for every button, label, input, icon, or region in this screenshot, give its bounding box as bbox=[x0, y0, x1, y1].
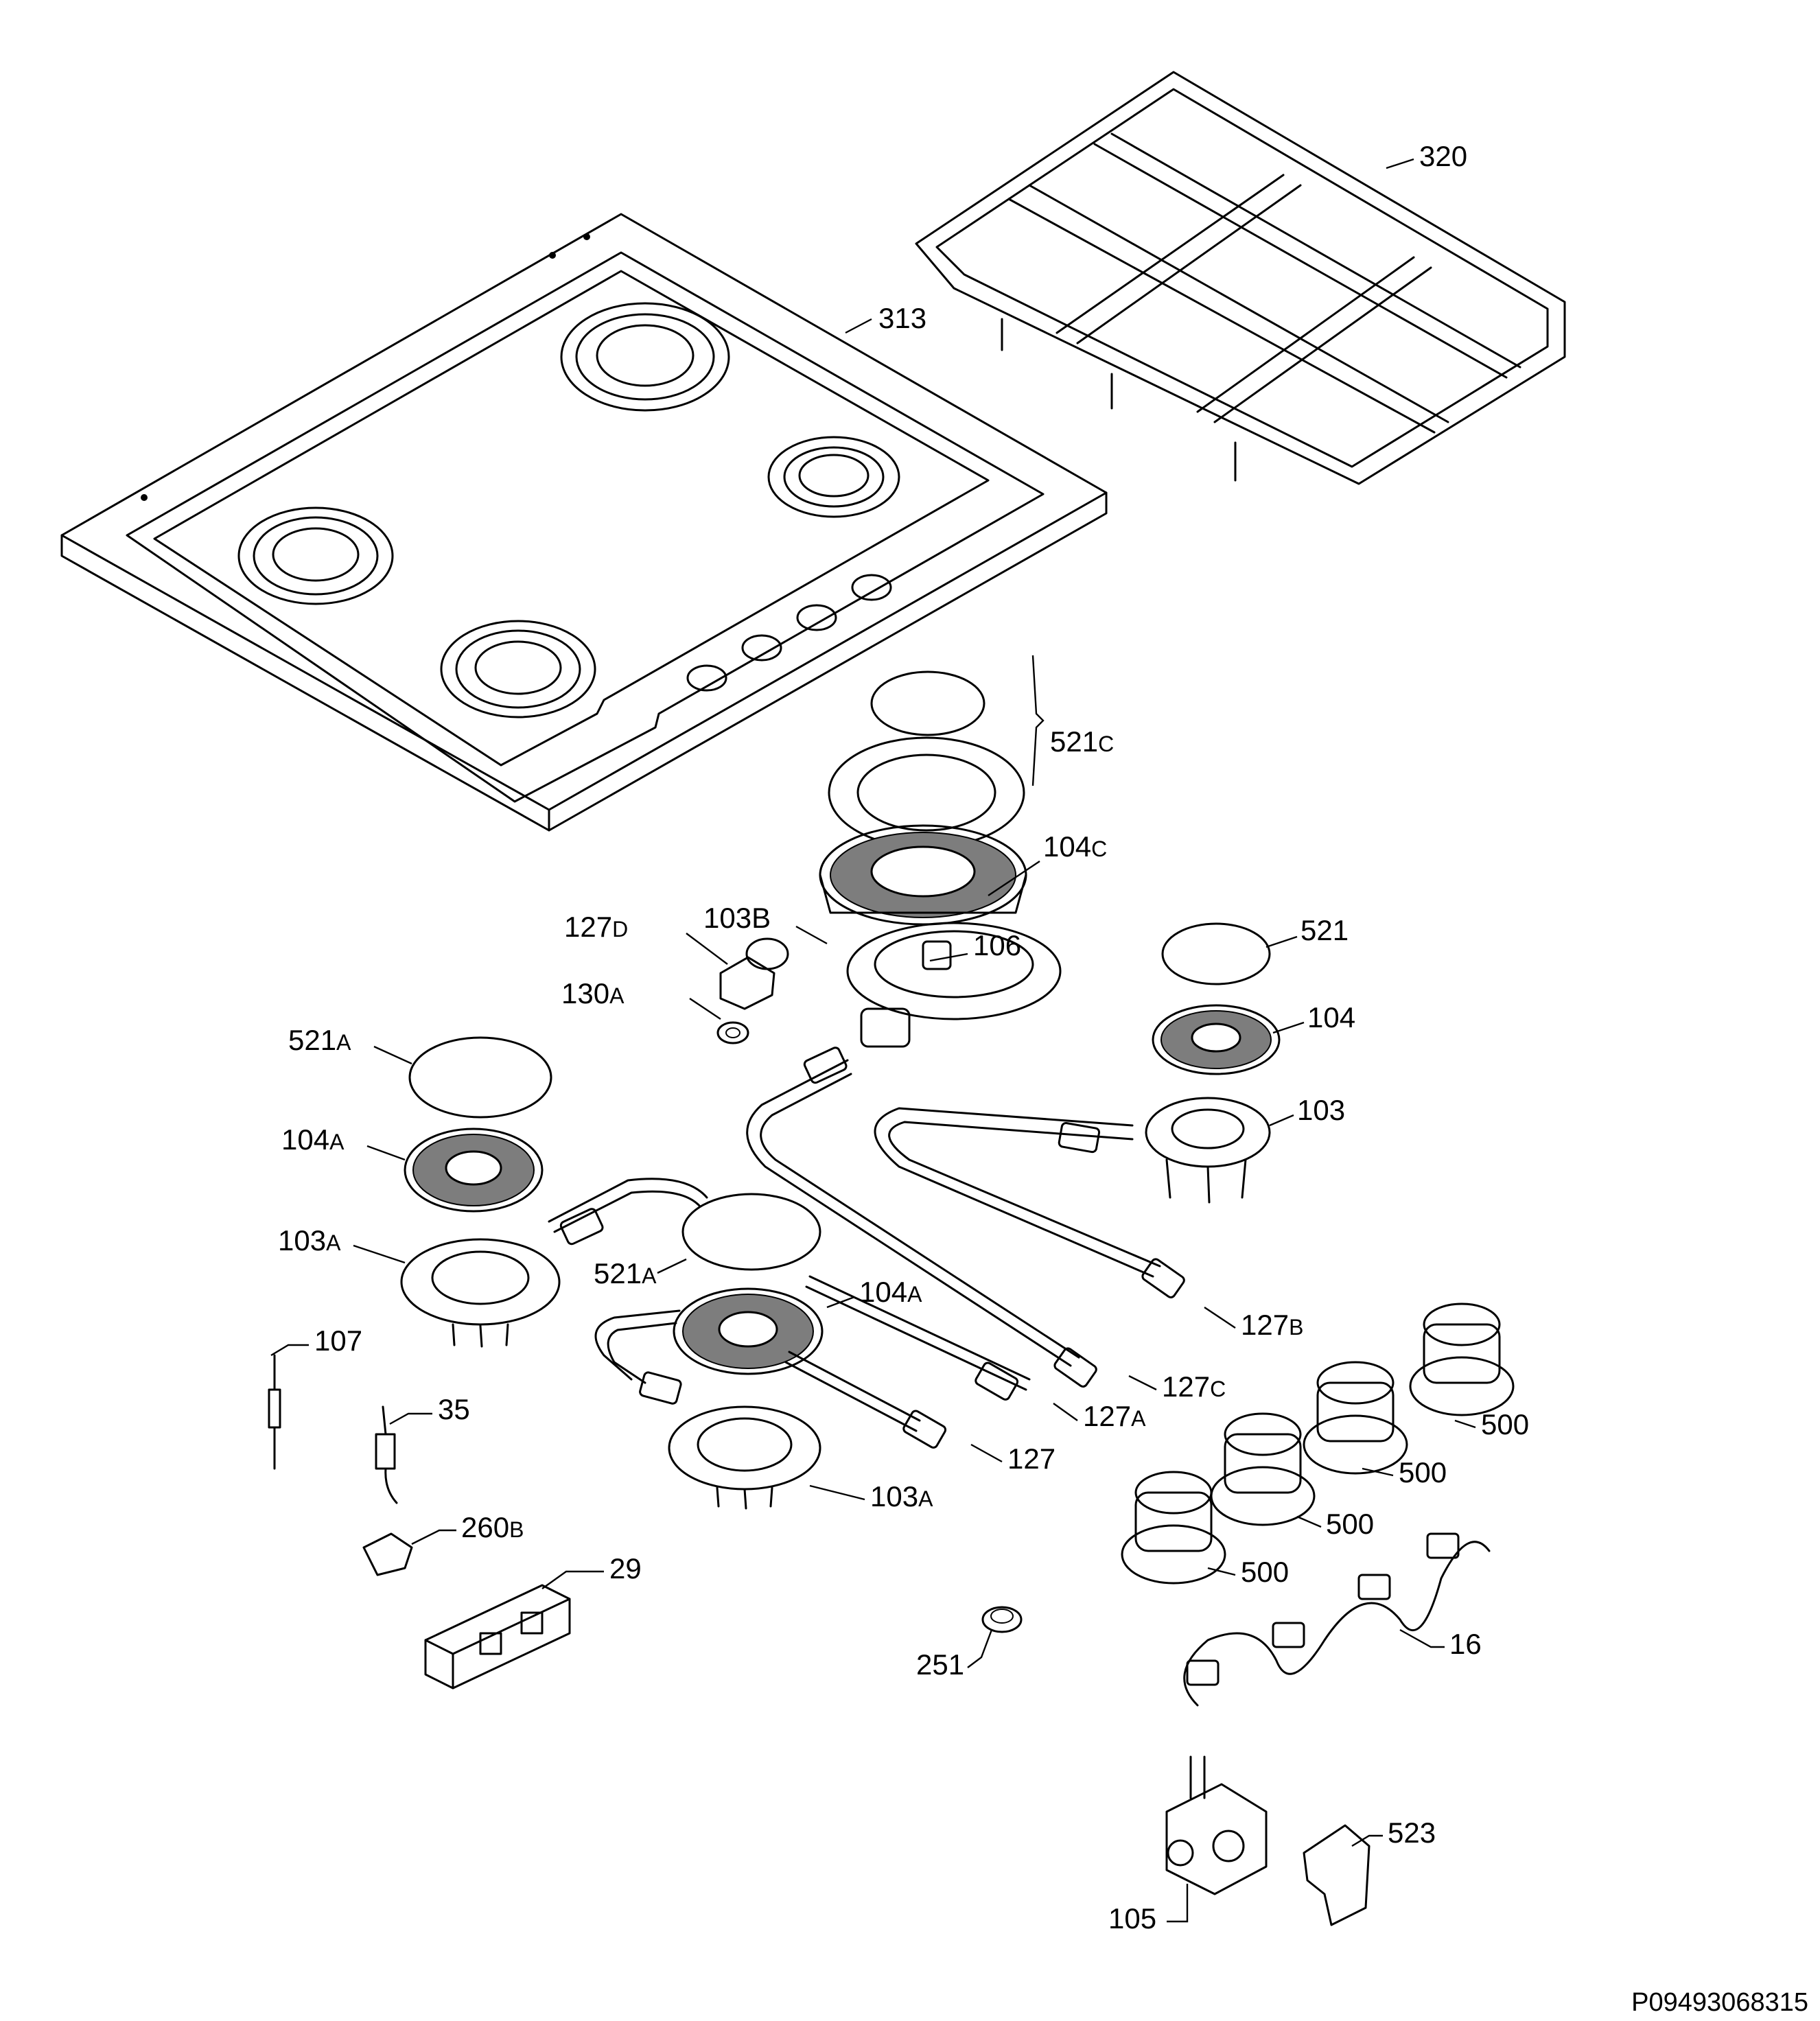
label-521: 521 bbox=[1300, 914, 1349, 946]
label-320: 320 bbox=[1419, 140, 1467, 172]
bracket-523 bbox=[1303, 1824, 1370, 1926]
label-104: 104 bbox=[1307, 1001, 1355, 1033]
knob-4 bbox=[1121, 1471, 1226, 1585]
washer-130a bbox=[716, 1021, 749, 1044]
label-500-2: 500 bbox=[1399, 1456, 1447, 1488]
label-103a-2: 103A bbox=[870, 1480, 933, 1512]
label-127: 127 bbox=[1007, 1442, 1055, 1475]
label-500-1: 500 bbox=[1481, 1408, 1529, 1440]
burner-well-rear bbox=[560, 302, 730, 412]
label-521a-1: 521A bbox=[288, 1024, 351, 1056]
label-104a-2: 104A bbox=[859, 1276, 922, 1308]
leader-lines bbox=[270, 158, 1476, 1923]
flame-spreader-ring-521c bbox=[828, 736, 1025, 849]
label-104c: 104C bbox=[1043, 830, 1107, 863]
label-313: 313 bbox=[878, 302, 926, 334]
label-107: 107 bbox=[314, 1324, 362, 1357]
gas-pipes bbox=[548, 1047, 1185, 1449]
burner-base-103b bbox=[846, 922, 1062, 1048]
control-knobs-500 bbox=[1121, 1302, 1515, 1585]
burner-crown-104c bbox=[819, 824, 1027, 926]
label-127a: 127A bbox=[1083, 1400, 1146, 1432]
pan-support-grid bbox=[915, 71, 1566, 485]
clip-260b bbox=[362, 1532, 413, 1576]
label-29: 29 bbox=[609, 1552, 642, 1585]
label-105: 105 bbox=[1108, 1902, 1156, 1935]
knob-holes bbox=[686, 574, 892, 692]
seal-251 bbox=[981, 1606, 1023, 1633]
label-104a-1: 104A bbox=[281, 1123, 345, 1156]
label-127c: 127C bbox=[1162, 1370, 1226, 1403]
burner-crown-104a-left bbox=[404, 1128, 544, 1213]
label-500-3: 500 bbox=[1326, 1508, 1374, 1540]
label-251: 251 bbox=[916, 1648, 964, 1681]
switch-harness-16 bbox=[1183, 1532, 1491, 1707]
burner-base-103 bbox=[1145, 1097, 1271, 1204]
burner-base-103a-left bbox=[400, 1238, 561, 1348]
document-id: P09493068315 bbox=[1631, 1988, 1808, 2017]
burner-cap-521a-left bbox=[408, 1036, 552, 1119]
label-521c: 521C bbox=[1050, 725, 1114, 758]
label-127d: 127D bbox=[564, 911, 628, 943]
label-260b: 260B bbox=[461, 1511, 524, 1543]
burner-base-103a-center bbox=[668, 1405, 821, 1510]
label-103b: 103B bbox=[703, 902, 771, 934]
thermocouple-107 bbox=[268, 1354, 281, 1470]
knob-2 bbox=[1303, 1361, 1408, 1475]
label-103: 103 bbox=[1297, 1094, 1345, 1126]
label-35: 35 bbox=[438, 1393, 470, 1425]
label-523: 523 bbox=[1388, 1816, 1436, 1849]
elbow-connector-127d bbox=[719, 937, 789, 1010]
label-127b: 127B bbox=[1241, 1309, 1303, 1341]
spark-electrode-35 bbox=[375, 1405, 398, 1504]
label-521a-2: 521A bbox=[594, 1257, 657, 1289]
ignition-generator-29 bbox=[424, 1584, 571, 1690]
gas-valve-105 bbox=[1165, 1755, 1268, 1895]
part-labels: 313 320 521C 104C 103B 127D 106 130A 521… bbox=[278, 140, 1529, 1935]
label-500-4: 500 bbox=[1241, 1556, 1289, 1588]
label-16: 16 bbox=[1449, 1628, 1482, 1660]
label-103a-1: 103A bbox=[278, 1224, 341, 1257]
label-106: 106 bbox=[973, 929, 1021, 961]
hob-top-plate bbox=[60, 213, 1108, 832]
knob-1 bbox=[1409, 1302, 1515, 1416]
burner-crown-104 bbox=[1152, 1004, 1281, 1075]
knob-3 bbox=[1210, 1412, 1316, 1526]
burner-well-left bbox=[237, 506, 394, 605]
label-130a: 130A bbox=[561, 977, 625, 1009]
burner-cap-521a-center bbox=[681, 1193, 821, 1271]
burner-cap-521c bbox=[870, 670, 985, 736]
burner-well-front bbox=[440, 620, 596, 719]
burner-cap-521 bbox=[1161, 922, 1271, 985]
burner-well-right bbox=[767, 436, 900, 518]
burner-crown-104a-center bbox=[673, 1287, 824, 1375]
